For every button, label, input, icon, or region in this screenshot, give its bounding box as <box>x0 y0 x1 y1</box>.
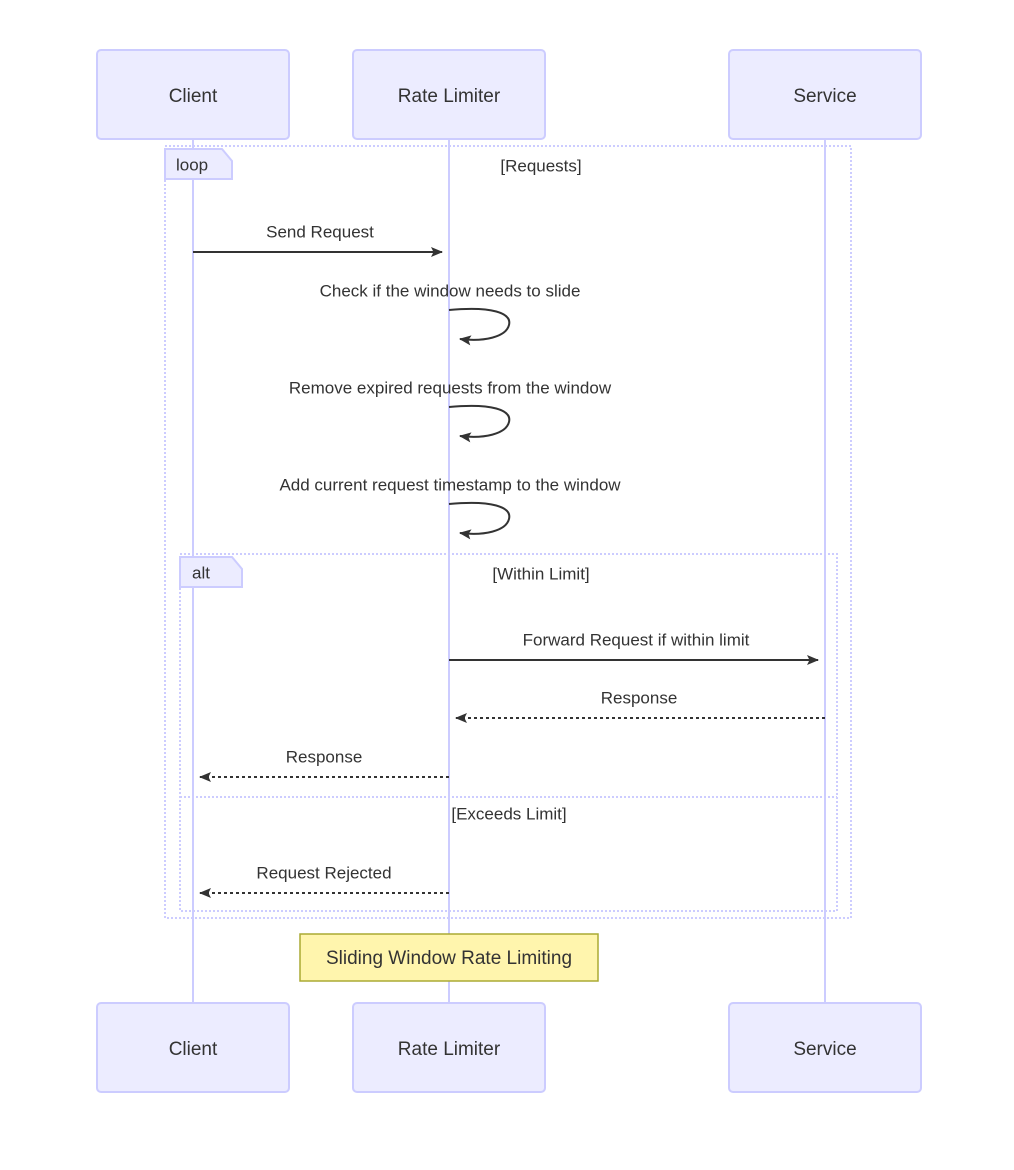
actor-bottom-service-label: Service <box>793 1039 856 1060</box>
alt-frame-else-condition: [Exceeds Limit] <box>451 804 566 823</box>
message-check-window-slide-loop <box>448 307 511 346</box>
alt-frame-condition: [Within Limit] <box>492 564 589 583</box>
actor-bottom-service[interactable]: Service <box>728 1002 922 1093</box>
fragment-loop-requests[interactable]: loop [Requests] <box>164 145 852 919</box>
message-remove-expired-requests[interactable]: Remove expired requests from the window <box>289 378 612 443</box>
message-remove-expired-requests-label: Remove expired requests from the window <box>289 378 612 397</box>
message-request-rejected[interactable]: Request Rejected <box>199 863 449 898</box>
note-sliding-window[interactable]: Sliding Window Rate Limiting <box>299 933 599 982</box>
message-forward-request-label: Forward Request if within limit <box>523 630 750 649</box>
alt-frame-outline <box>179 553 838 912</box>
actors-bottom-group: Client Rate Limiter Service <box>96 1002 922 1093</box>
message-add-timestamp-loop <box>448 501 511 540</box>
message-forward-request[interactable]: Forward Request if within limit <box>449 630 819 665</box>
note-sliding-window-box <box>299 933 599 982</box>
actor-bottom-client[interactable]: Client <box>96 1002 290 1093</box>
actor-top-client-box <box>96 49 290 140</box>
message-send-request[interactable]: Send Request <box>193 222 443 257</box>
actor-top-service-box <box>728 49 922 140</box>
message-check-window-slide-label: Check if the window needs to slide <box>320 281 581 300</box>
message-remove-expired-requests-loop <box>448 404 511 443</box>
loop-frame-tab <box>164 148 233 180</box>
actor-top-client[interactable]: Client <box>96 49 290 140</box>
message-check-window-slide[interactable]: Check if the window needs to slide <box>320 281 581 346</box>
note-sliding-window-label: Sliding Window Rate Limiting <box>326 948 572 969</box>
message-response-service[interactable]: Response <box>455 688 825 723</box>
actor-bottom-service-box <box>728 1002 922 1093</box>
actor-bottom-rate-limiter-label: Rate Limiter <box>398 1039 501 1060</box>
alt-frame-tab <box>179 556 243 588</box>
messages-group: Send Request Check if the window needs t… <box>193 222 825 898</box>
message-response-client-label: Response <box>286 747 363 766</box>
actor-bottom-client-label: Client <box>169 1039 218 1060</box>
message-response-client[interactable]: Response <box>199 747 449 782</box>
message-send-request-label: Send Request <box>266 222 374 241</box>
actor-top-service[interactable]: Service <box>728 49 922 140</box>
actor-bottom-client-box <box>96 1002 290 1093</box>
actor-bottom-rate-limiter-box <box>352 1002 546 1093</box>
loop-frame-outline <box>164 145 852 919</box>
message-add-timestamp-label: Add current request timestamp to the win… <box>279 475 621 494</box>
loop-frame-tab-label: loop <box>176 155 208 174</box>
actor-top-client-label: Client <box>169 86 218 107</box>
fragment-alt-limit[interactable]: alt [Within Limit] [Exceeds Limit] <box>179 553 838 912</box>
actor-top-rate-limiter-box <box>352 49 546 140</box>
actor-bottom-rate-limiter[interactable]: Rate Limiter <box>352 1002 546 1093</box>
alt-frame-tab-label: alt <box>192 563 210 582</box>
message-request-rejected-label: Request Rejected <box>256 863 391 882</box>
loop-frame-condition: [Requests] <box>500 156 581 175</box>
actor-top-rate-limiter[interactable]: Rate Limiter <box>352 49 546 140</box>
message-add-timestamp[interactable]: Add current request timestamp to the win… <box>279 475 621 540</box>
message-response-service-label: Response <box>601 688 678 707</box>
actor-top-rate-limiter-label: Rate Limiter <box>398 86 501 107</box>
actors-top-group: Client Rate Limiter Service <box>96 49 922 140</box>
actor-top-service-label: Service <box>793 86 856 107</box>
